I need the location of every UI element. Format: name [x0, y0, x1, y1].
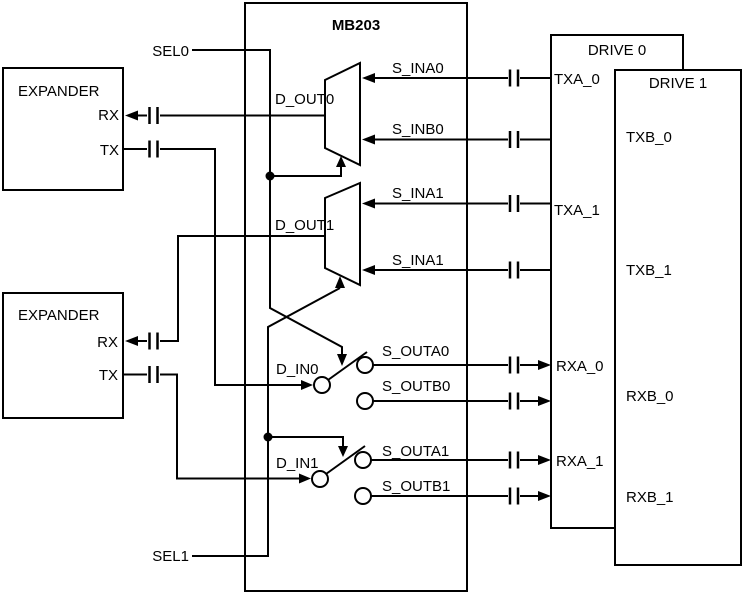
capacitor-symbol — [508, 69, 520, 87]
expander-top-tx-label: TX — [100, 142, 119, 159]
arrow-left-icon — [362, 198, 375, 209]
sel0-net — [192, 49, 347, 366]
sina1-upper-label: S_INA1 — [392, 185, 444, 202]
sw0-lever — [327, 351, 368, 381]
arrow-left-icon — [362, 265, 375, 275]
txb1-label: TXB_1 — [626, 262, 672, 279]
sw1-contact-a — [354, 451, 372, 469]
sina0-net — [362, 69, 551, 87]
wire-segment — [160, 235, 325, 342]
switch0 — [313, 351, 374, 410]
capacitor-symbol — [148, 366, 159, 383]
expander-bottom-title: EXPANDER — [18, 307, 100, 324]
sw0-contact-a — [356, 356, 374, 374]
drive1-box — [614, 69, 742, 566]
arrow-right-icon — [301, 380, 313, 390]
sina0-label: S_INA0 — [392, 60, 444, 77]
capacitor-symbol — [508, 131, 520, 148]
arrow-right-icon — [538, 360, 551, 370]
sina1-lower-net — [362, 261, 551, 279]
arrow-left-icon — [362, 73, 375, 83]
sel1-label: SEL1 — [152, 548, 189, 565]
chip-title: MB203 — [332, 17, 380, 34]
mux1-shape — [324, 181, 361, 287]
capacitor-symbol — [508, 195, 520, 212]
expander-top-title: EXPANDER — [18, 83, 100, 100]
txb0-label: TXB_0 — [626, 129, 672, 146]
tx-to-din1-net — [123, 366, 311, 484]
capacitor-symbol — [508, 356, 520, 374]
capacitor-symbol — [508, 451, 520, 469]
switch1 — [311, 445, 372, 505]
din0-label: D_IN0 — [276, 361, 319, 378]
capacitor-symbol — [508, 392, 520, 410]
sinb0-net — [362, 131, 551, 148]
wire-segment — [160, 148, 302, 386]
drive1-title: DRIVE 1 — [649, 75, 707, 92]
sel1-switch-branch-wire — [268, 436, 344, 446]
sina1-lower-label: S_INA1 — [392, 252, 444, 269]
sel1-net — [192, 276, 348, 557]
soutb1-net — [371, 487, 551, 505]
arrow-left-icon — [125, 110, 138, 121]
txa0-label: TXA_0 — [554, 71, 600, 88]
sw0-common-contact — [313, 376, 331, 394]
souta1-label: S_OUTA1 — [382, 443, 449, 460]
expander-bottom-box — [2, 292, 124, 419]
expander-top-rx-label: RX — [98, 107, 119, 124]
souta0-net — [373, 356, 551, 374]
tx-to-din0-net — [123, 140, 313, 390]
souta0-label: S_OUTA0 — [382, 343, 449, 360]
arrow-down-icon — [338, 446, 348, 457]
expander-bottom-rx-label: RX — [97, 334, 118, 351]
rxb0-label: RXB_0 — [626, 388, 674, 405]
soutb1-label: S_OUTB1 — [382, 478, 450, 495]
sina1-upper-net — [362, 195, 551, 212]
sel0-mux-branch-wire — [270, 166, 342, 177]
soutb0-label: S_OUTB0 — [382, 378, 450, 395]
capacitor-symbol — [148, 332, 159, 350]
expander-top-box — [2, 67, 124, 191]
wire-segment — [160, 373, 299, 480]
sw1-contact-b — [354, 487, 372, 505]
arrow-up-icon — [336, 156, 346, 167]
arrow-left-icon — [125, 336, 138, 346]
capacitor-symbol — [508, 487, 520, 505]
txa1-label: TXA_1 — [554, 202, 600, 219]
soutb0-net — [373, 392, 551, 410]
arrow-right-icon — [538, 396, 551, 406]
capacitor-symbol — [148, 140, 159, 158]
rxa1-label: RXA_1 — [556, 453, 604, 470]
rxa0-label: RXA_0 — [556, 358, 604, 375]
sw1-common-contact — [311, 470, 329, 488]
sel0-label: SEL0 — [152, 43, 189, 60]
dout1-to-rx-net — [125, 235, 325, 350]
mux0-shape — [324, 61, 361, 167]
din1-label: D_IN1 — [276, 455, 319, 472]
arrow-down-icon — [337, 354, 347, 366]
arrow-right-icon — [538, 491, 551, 501]
rxb1-label: RXB_1 — [626, 489, 674, 506]
dout0-to-rx-net — [125, 107, 325, 124]
sel0-wire — [192, 49, 343, 356]
arrow-up-icon — [335, 276, 345, 288]
dout1-label: D_OUT1 — [275, 217, 334, 234]
capacitor-symbol — [508, 261, 520, 279]
sw1-lever — [325, 445, 366, 475]
dout0-label: D_OUT0 — [275, 91, 334, 108]
mb203-box — [244, 2, 468, 592]
souta1-net — [371, 451, 551, 469]
sinb0-label: S_INB0 — [392, 121, 444, 138]
arrow-right-icon — [538, 455, 551, 465]
capacitor-symbol — [148, 107, 159, 124]
sw0-contact-b — [356, 392, 374, 410]
arrow-right-icon — [299, 473, 311, 484]
drive0-title: DRIVE 0 — [588, 42, 646, 59]
arrow-left-icon — [362, 134, 375, 145]
expander-bottom-tx-label: TX — [99, 367, 118, 384]
